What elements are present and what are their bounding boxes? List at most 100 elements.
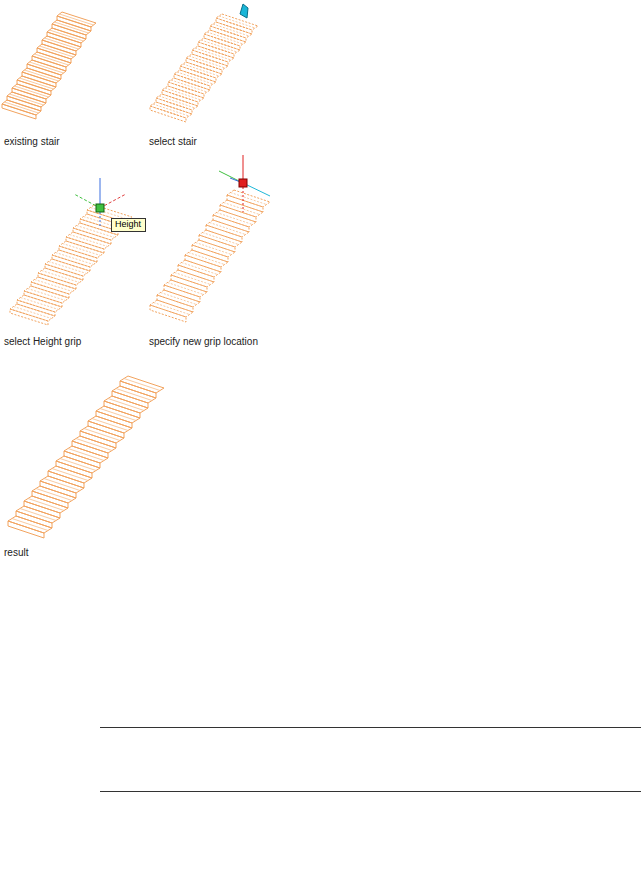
stair-step — [180, 66, 216, 82]
stair-tread-line — [175, 273, 211, 285]
stair-tread-line — [161, 293, 197, 305]
rule-line — [100, 791, 641, 792]
stair-tread-line — [224, 203, 260, 215]
stair-tread-line — [49, 262, 87, 274]
stair-grip — [240, 4, 248, 18]
moved-grip-axes — [219, 155, 270, 212]
stair-step — [72, 436, 116, 453]
stair-tread-line — [14, 307, 52, 319]
stair-tread-line — [231, 193, 267, 205]
stair-step — [24, 291, 62, 307]
stair-step — [168, 78, 210, 94]
stair-tread-line — [45, 38, 79, 49]
stair-tread-line — [189, 253, 225, 265]
stair-tread-line — [182, 263, 218, 275]
stair-tread-line — [70, 235, 108, 247]
stair-step — [112, 386, 156, 403]
stair-step — [164, 280, 207, 297]
stair-step — [171, 270, 214, 287]
stair-step — [210, 26, 246, 42]
stair-step — [162, 86, 204, 102]
stair-tread-line — [168, 283, 204, 295]
figure-caption: select stair — [149, 136, 197, 148]
stair-step — [204, 30, 246, 46]
stair-step — [156, 98, 192, 114]
stair-step — [73, 228, 111, 244]
stair-step — [32, 486, 76, 503]
stair-step — [174, 74, 210, 90]
stair-step — [199, 230, 242, 247]
stair-step — [156, 94, 198, 110]
stair-tread-line — [195, 48, 231, 60]
stair-tread-line — [20, 78, 54, 89]
stair-tread-line — [21, 298, 59, 310]
stair-tread-line — [35, 280, 73, 292]
stair-tread-line — [165, 88, 201, 100]
figure-caption: result — [4, 547, 28, 559]
stair-step — [80, 426, 124, 443]
stair-step — [157, 290, 200, 307]
stair-tread-line — [15, 86, 49, 97]
stair-tread-line — [25, 70, 59, 81]
stair-step — [198, 42, 234, 58]
stair-tread-line — [28, 289, 66, 301]
stair-tread-line — [30, 62, 64, 73]
stair-step — [17, 80, 51, 95]
stair-step — [40, 476, 84, 493]
stair-step — [192, 240, 235, 257]
stair-step — [180, 62, 222, 78]
stair-step — [38, 273, 76, 289]
stair-tread-line — [60, 14, 94, 25]
stair-step — [10, 309, 48, 325]
stair-step — [45, 264, 83, 280]
stair-tread-line — [154, 303, 190, 315]
stair-step — [185, 250, 228, 267]
figure-caption: existing stair — [4, 136, 60, 148]
stair-step — [192, 50, 228, 66]
stair-tread-line — [56, 253, 94, 265]
stair-tread-line — [217, 213, 253, 225]
tooltip-text: Height — [115, 219, 142, 230]
stair-step — [104, 396, 148, 413]
stair-step — [31, 282, 69, 298]
stair-tread-line — [5, 102, 39, 113]
stair-step — [66, 237, 104, 253]
stair-drawing — [8, 376, 164, 538]
stair-tread-line — [177, 72, 213, 84]
stair-drawing — [2, 12, 96, 119]
stair-step — [220, 200, 263, 217]
stair-step — [178, 260, 221, 277]
stair-step — [150, 102, 192, 118]
stair-drawing — [150, 190, 270, 322]
stair-step — [7, 96, 41, 111]
stair-step — [22, 72, 56, 87]
stair-tread-line — [10, 94, 44, 105]
stair-step — [24, 496, 68, 513]
stair-step — [59, 246, 97, 262]
grip-tooltip: Height — [111, 218, 146, 232]
figure-caption: specify new grip location — [149, 336, 258, 348]
stair-tread-line — [63, 244, 101, 256]
stair-tread-line — [203, 233, 239, 245]
stair-step — [32, 56, 66, 71]
stair-step — [162, 90, 198, 106]
stair-step — [210, 22, 252, 38]
stair-step — [17, 300, 55, 316]
stair-step — [47, 32, 81, 47]
stair-tread-line — [35, 54, 69, 65]
stair-tread-line — [40, 46, 74, 57]
stair-step — [64, 446, 108, 463]
stair-step — [2, 100, 41, 115]
stair-drawing — [150, 14, 258, 122]
stair-step — [216, 18, 252, 34]
stair-step — [150, 300, 193, 317]
stair-tread-line — [196, 243, 232, 255]
stair-step — [8, 516, 52, 533]
stair-step — [2, 104, 36, 119]
stair-step — [10, 304, 55, 321]
stair-step — [37, 48, 71, 63]
stair-tread-line — [77, 226, 115, 238]
stair-drawings — [2, 12, 270, 538]
stair-tread-line — [213, 24, 249, 36]
stair-step — [57, 16, 91, 31]
